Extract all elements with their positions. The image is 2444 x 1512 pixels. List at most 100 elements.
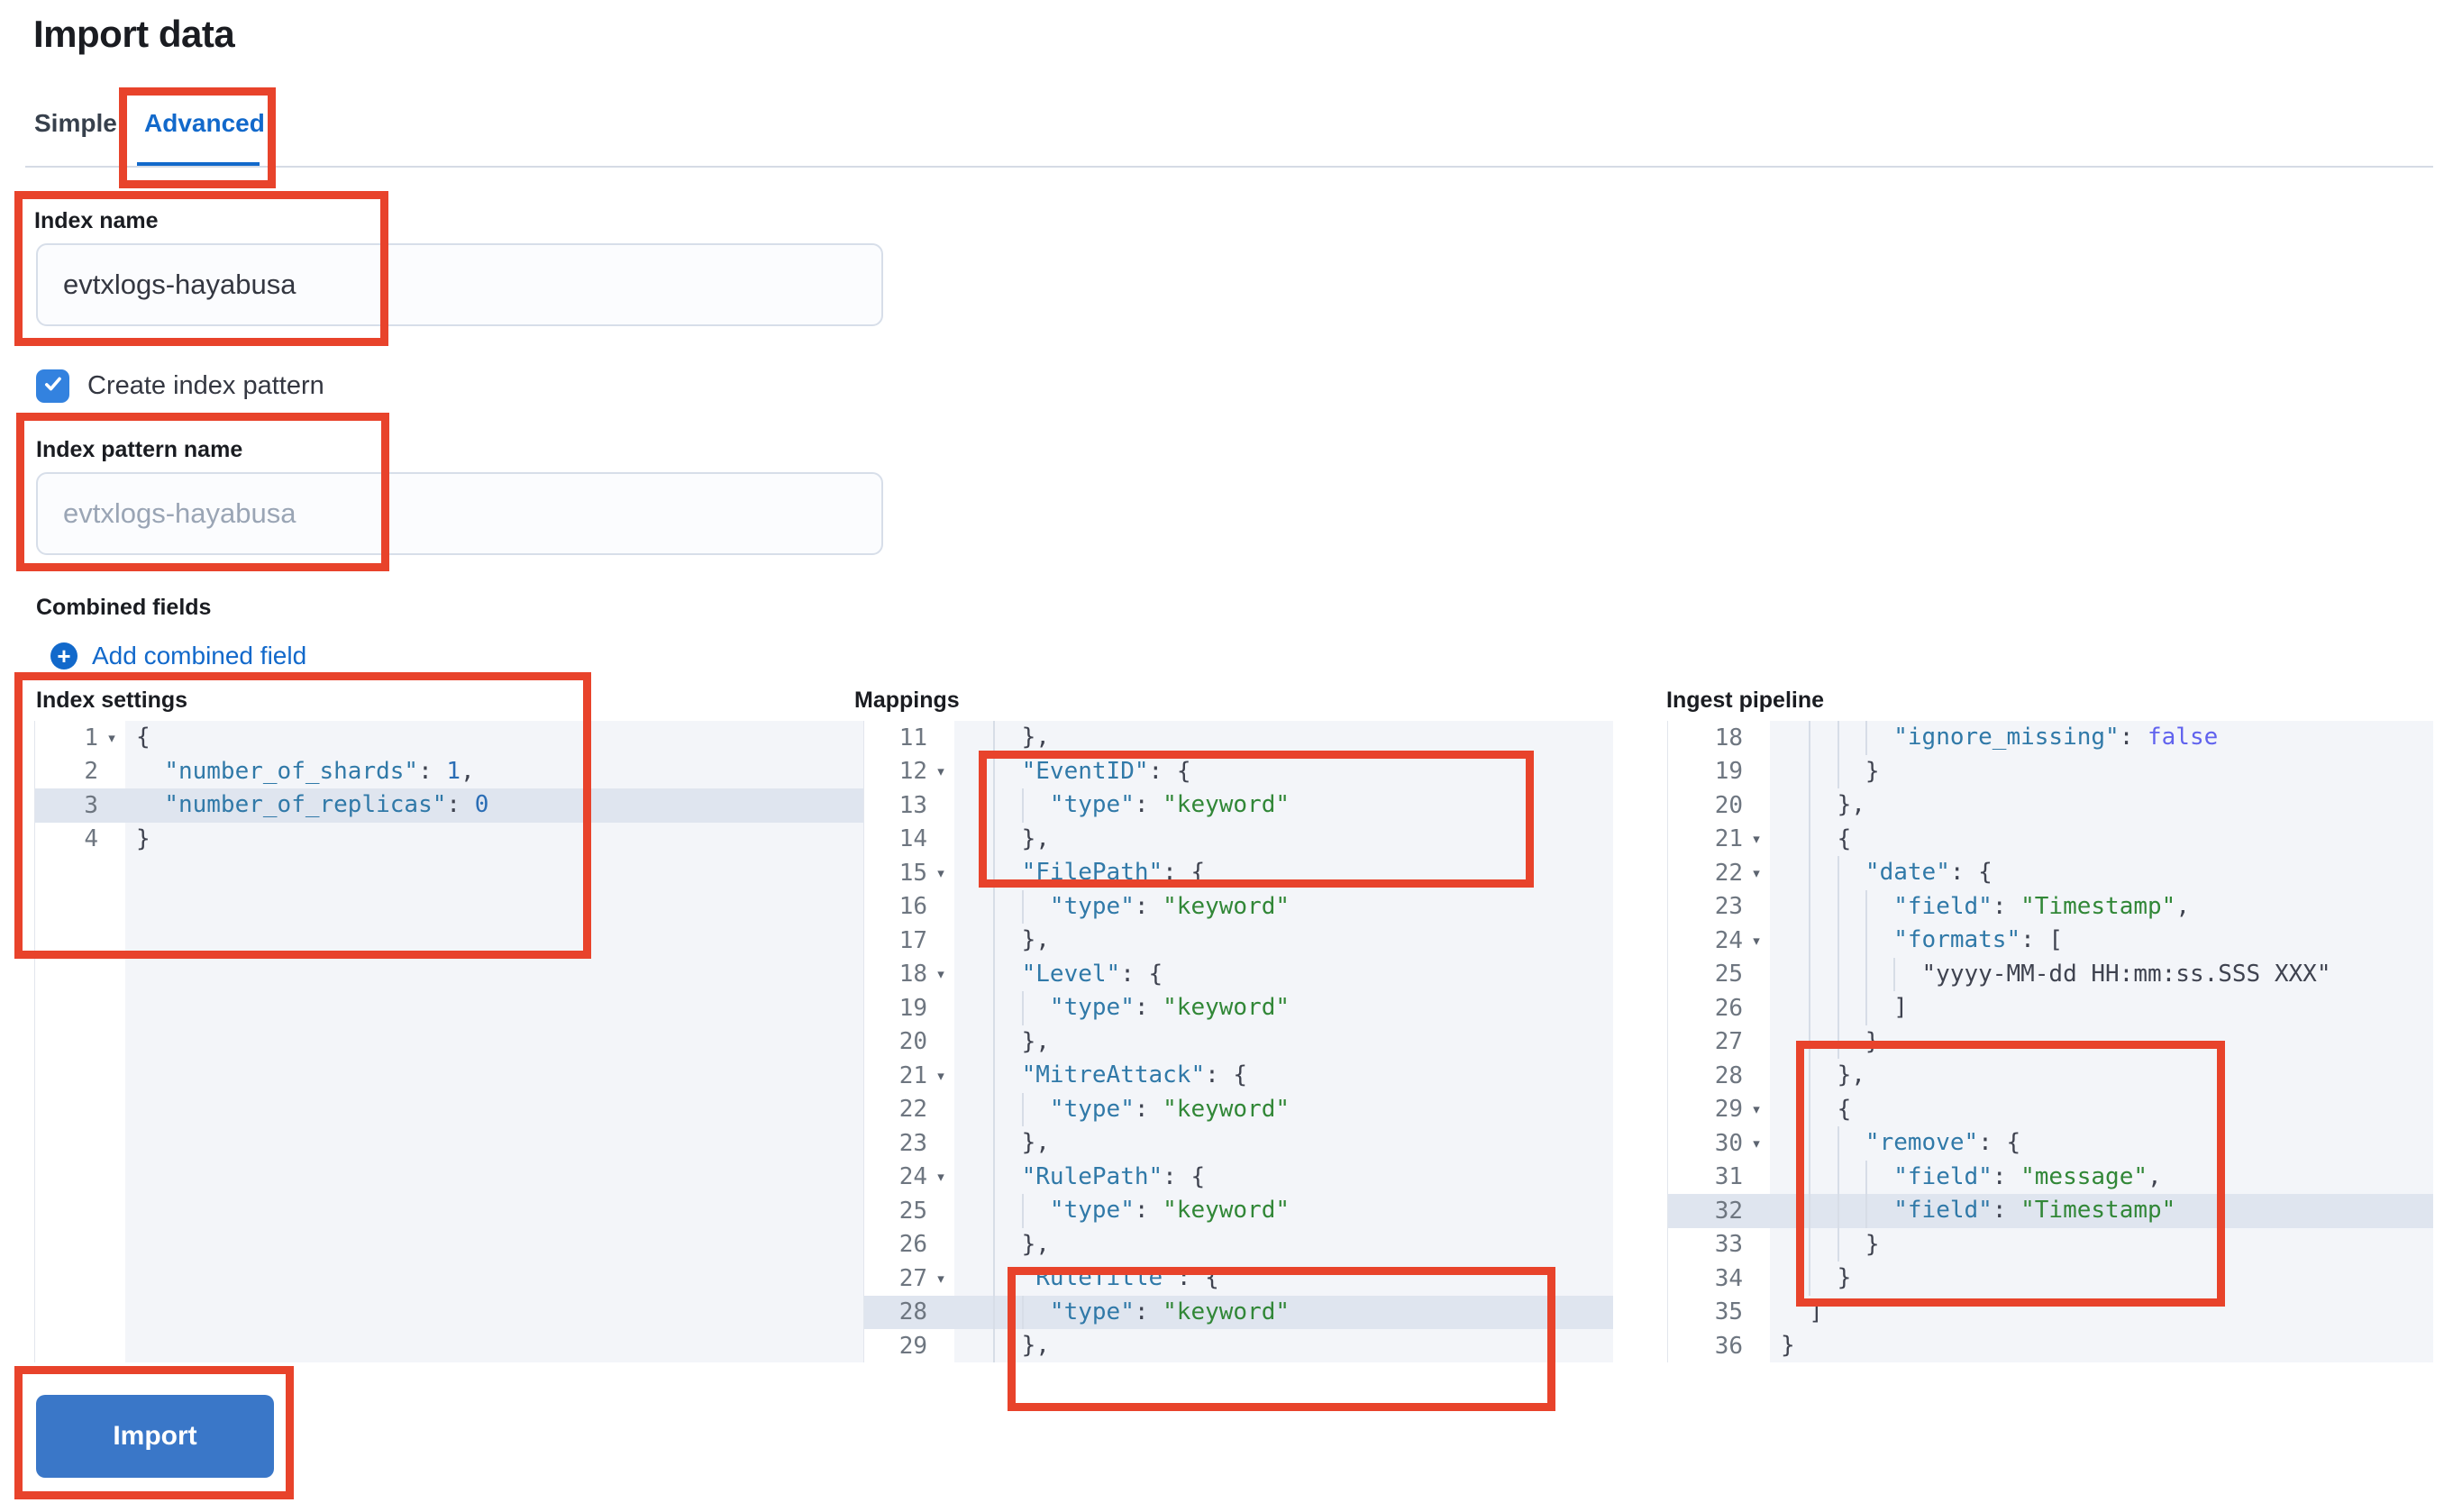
code-line[interactable]: 26 ] — [1668, 991, 2433, 1025]
code-line[interactable]: 24▾ "RulePath": { — [864, 1160, 1613, 1194]
tab-advanced[interactable]: Advanced — [144, 109, 265, 137]
line-number: 33 — [1714, 1231, 1743, 1259]
code-line[interactable]: 17 }, — [864, 924, 1613, 958]
index-settings-code-editor[interactable]: 1▾{2 "number_of_shards": 1,3 "number_of_… — [34, 721, 935, 1362]
fold-arrow-icon[interactable]: ▾ — [1753, 1102, 1760, 1118]
fold-arrow-icon[interactable]: ▾ — [1753, 933, 1760, 949]
line-number: 18 — [1714, 724, 1743, 751]
code-line[interactable]: 36} — [1668, 1329, 2433, 1362]
line-number: 23 — [1714, 893, 1743, 921]
code-text: }, — [1770, 788, 2433, 823]
code-line[interactable]: 24▾ "formats": [ — [1668, 924, 2433, 958]
indent-guide — [1837, 957, 1839, 991]
code-line[interactable]: 21▾ "MitreAttack": { — [864, 1059, 1613, 1093]
line-number: 31 — [1714, 1163, 1743, 1191]
code-line[interactable]: 19 } — [1668, 754, 2433, 788]
code-line[interactable]: 23 "field": "Timestamp", — [1668, 889, 2433, 924]
code-line[interactable]: 35 ] — [1668, 1295, 2433, 1329]
code-line[interactable]: 22▾ "date": { — [1668, 856, 2433, 890]
line-number: 19 — [1714, 758, 1743, 786]
indent-guide — [1021, 1295, 1024, 1329]
fold-arrow-icon[interactable]: ▾ — [937, 764, 944, 780]
code-line[interactable]: 23 }, — [864, 1126, 1613, 1161]
mappings-code-editor[interactable]: 11 },12▾ "EventID": {13 "type": "keyword… — [863, 721, 1613, 1362]
line-number: 20 — [898, 1028, 927, 1056]
code-text: { — [125, 721, 935, 755]
indent-guide — [993, 991, 996, 1025]
line-number: 32 — [1714, 1197, 1743, 1225]
indent-guide — [1809, 957, 1811, 991]
code-line[interactable]: 15▾ "FilePath": { — [864, 856, 1613, 890]
code-text: "formats": [ — [1770, 924, 2433, 958]
code-line[interactable]: 29 }, — [864, 1329, 1613, 1362]
indent-guide — [1809, 788, 1811, 823]
add-combined-field-button[interactable]: + Add combined field — [50, 642, 306, 670]
code-line[interactable]: 33 } — [1668, 1227, 2433, 1262]
code-line[interactable]: 20 }, — [1668, 788, 2433, 823]
code-line[interactable]: 30▾ "remove": { — [1668, 1126, 2433, 1161]
code-line[interactable]: 2 "number_of_shards": 1, — [35, 754, 935, 788]
code-line[interactable]: 28 "type": "keyword" — [864, 1295, 1613, 1329]
import-button[interactable]: Import — [36, 1395, 274, 1478]
code-text: "field": "message", — [1770, 1160, 2433, 1194]
code-line[interactable]: 34 } — [1668, 1262, 2433, 1296]
code-line[interactable]: 14 }, — [864, 822, 1613, 856]
line-number: 18 — [898, 961, 927, 988]
code-line[interactable]: 28 }, — [1668, 1059, 2433, 1093]
code-line[interactable]: 32 "field": "Timestamp" — [1668, 1194, 2433, 1228]
fold-arrow-icon[interactable]: ▾ — [937, 1068, 944, 1084]
fold-arrow-icon[interactable]: ▾ — [1753, 832, 1760, 848]
code-line[interactable]: 11 }, — [864, 721, 1613, 755]
indent-guide — [993, 1227, 996, 1262]
code-text: }, — [954, 924, 1613, 958]
code-line[interactable]: 29▾ { — [1668, 1092, 2433, 1126]
fold-arrow-icon[interactable]: ▾ — [937, 865, 944, 881]
code-line[interactable]: 25 "type": "keyword" — [864, 1194, 1613, 1228]
indent-guide — [1809, 1227, 1811, 1262]
code-line[interactable]: 13 "type": "keyword" — [864, 788, 1613, 823]
indent-guide — [1809, 1262, 1811, 1296]
code-line[interactable]: 26 }, — [864, 1227, 1613, 1262]
index-name-input[interactable] — [36, 243, 883, 326]
code-text: }, — [1770, 1059, 2433, 1093]
indent-guide — [1837, 1160, 1839, 1194]
indent-guide — [1021, 788, 1024, 823]
code-line[interactable]: 18 "ignore_missing": false — [1668, 721, 2433, 755]
code-line[interactable]: 31 "field": "message", — [1668, 1160, 2433, 1194]
tab-simple[interactable]: Simple — [34, 109, 117, 137]
code-line[interactable]: 18▾ "Level": { — [864, 957, 1613, 991]
line-number: 17 — [898, 926, 927, 954]
code-line[interactable]: 19 "type": "keyword" — [864, 991, 1613, 1025]
fold-arrow-icon[interactable]: ▾ — [108, 730, 115, 746]
line-number: 34 — [1714, 1264, 1743, 1292]
code-line[interactable]: 22 "type": "keyword" — [864, 1092, 1613, 1126]
fold-arrow-icon[interactable]: ▾ — [937, 1271, 944, 1287]
code-line[interactable]: 27 } — [1668, 1025, 2433, 1059]
fold-arrow-icon[interactable]: ▾ — [937, 1170, 944, 1186]
code-line[interactable]: 21▾ { — [1668, 822, 2433, 856]
indent-guide — [1837, 856, 1839, 890]
indent-guide — [1837, 1227, 1839, 1262]
fold-arrow-icon[interactable]: ▾ — [1753, 1135, 1760, 1152]
code-line[interactable]: 3 "number_of_replicas": 0 — [35, 788, 935, 823]
tabs-divider — [25, 166, 2433, 168]
code-line[interactable]: 20 }, — [864, 1025, 1613, 1059]
indent-guide — [1837, 991, 1839, 1025]
code-line[interactable]: 27▾ "RuleTitle": { — [864, 1262, 1613, 1296]
fold-arrow-icon[interactable]: ▾ — [1753, 865, 1760, 881]
create-index-pattern-checkbox[interactable] — [36, 369, 69, 403]
indent-guide — [1865, 991, 1867, 1025]
code-line[interactable]: 12▾ "EventID": { — [864, 754, 1613, 788]
code-line[interactable]: 1▾{ — [35, 721, 935, 755]
code-line[interactable]: 4} — [35, 822, 935, 856]
code-line[interactable]: 16 "type": "keyword" — [864, 889, 1613, 924]
code-line[interactable]: 25 "yyyy-MM-dd HH:mm:ss.SSS XXX" — [1668, 957, 2433, 991]
line-number: 22 — [1714, 859, 1743, 887]
indent-guide — [1809, 1092, 1811, 1126]
index-pattern-name-input[interactable] — [36, 472, 883, 555]
line-number: 2 — [84, 758, 98, 786]
index-name-label: Index name — [34, 208, 159, 233]
fold-arrow-icon[interactable]: ▾ — [937, 967, 944, 983]
